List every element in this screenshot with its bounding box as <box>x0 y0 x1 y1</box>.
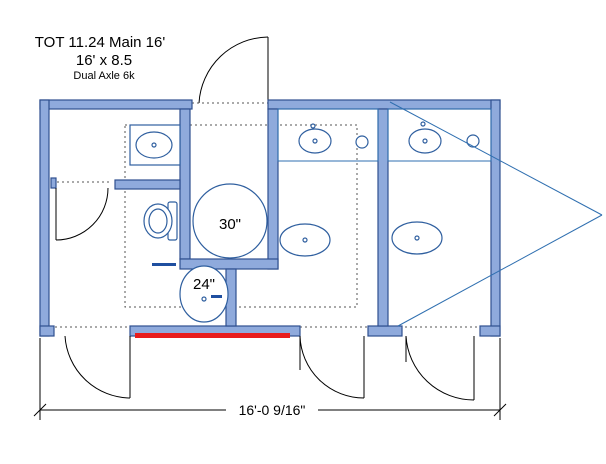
title-line-1: TOT 11.24 Main 16' <box>35 34 166 51</box>
awning-lines <box>389 101 603 327</box>
bottom-door-swing-icon-3 <box>405 335 475 401</box>
bottom-door-swing-icon-1 <box>64 335 131 399</box>
small-shower-icon: 24" <box>179 265 229 323</box>
overall-dimension-line: 16'-0 9/16" <box>33 338 507 420</box>
large-shower-label: 30" <box>219 216 241 233</box>
left-sink-icon <box>129 124 181 166</box>
middle-room-fixtures <box>277 108 379 257</box>
toilet-icon <box>143 201 178 241</box>
bottom-door-swing-icon-2 <box>299 335 365 399</box>
exterior-walls <box>39 99 501 337</box>
towel-bar <box>152 263 176 266</box>
title-line-2: 16' x 8.5 <box>76 52 132 69</box>
left-room-door-swing-icon <box>55 187 109 241</box>
entry-ramp <box>135 333 290 338</box>
interior-walls <box>50 108 389 327</box>
top-door-swing-icon <box>198 36 269 104</box>
large-shower-icon: 30" <box>192 183 268 259</box>
overall-dimension-label: 16'-0 9/16" <box>239 402 306 418</box>
small-shower-label: 24" <box>193 276 215 293</box>
title-line-3: Dual Axle 6k <box>73 70 135 82</box>
right-room-fixtures <box>387 108 492 255</box>
dotted-outline-left <box>124 124 358 308</box>
